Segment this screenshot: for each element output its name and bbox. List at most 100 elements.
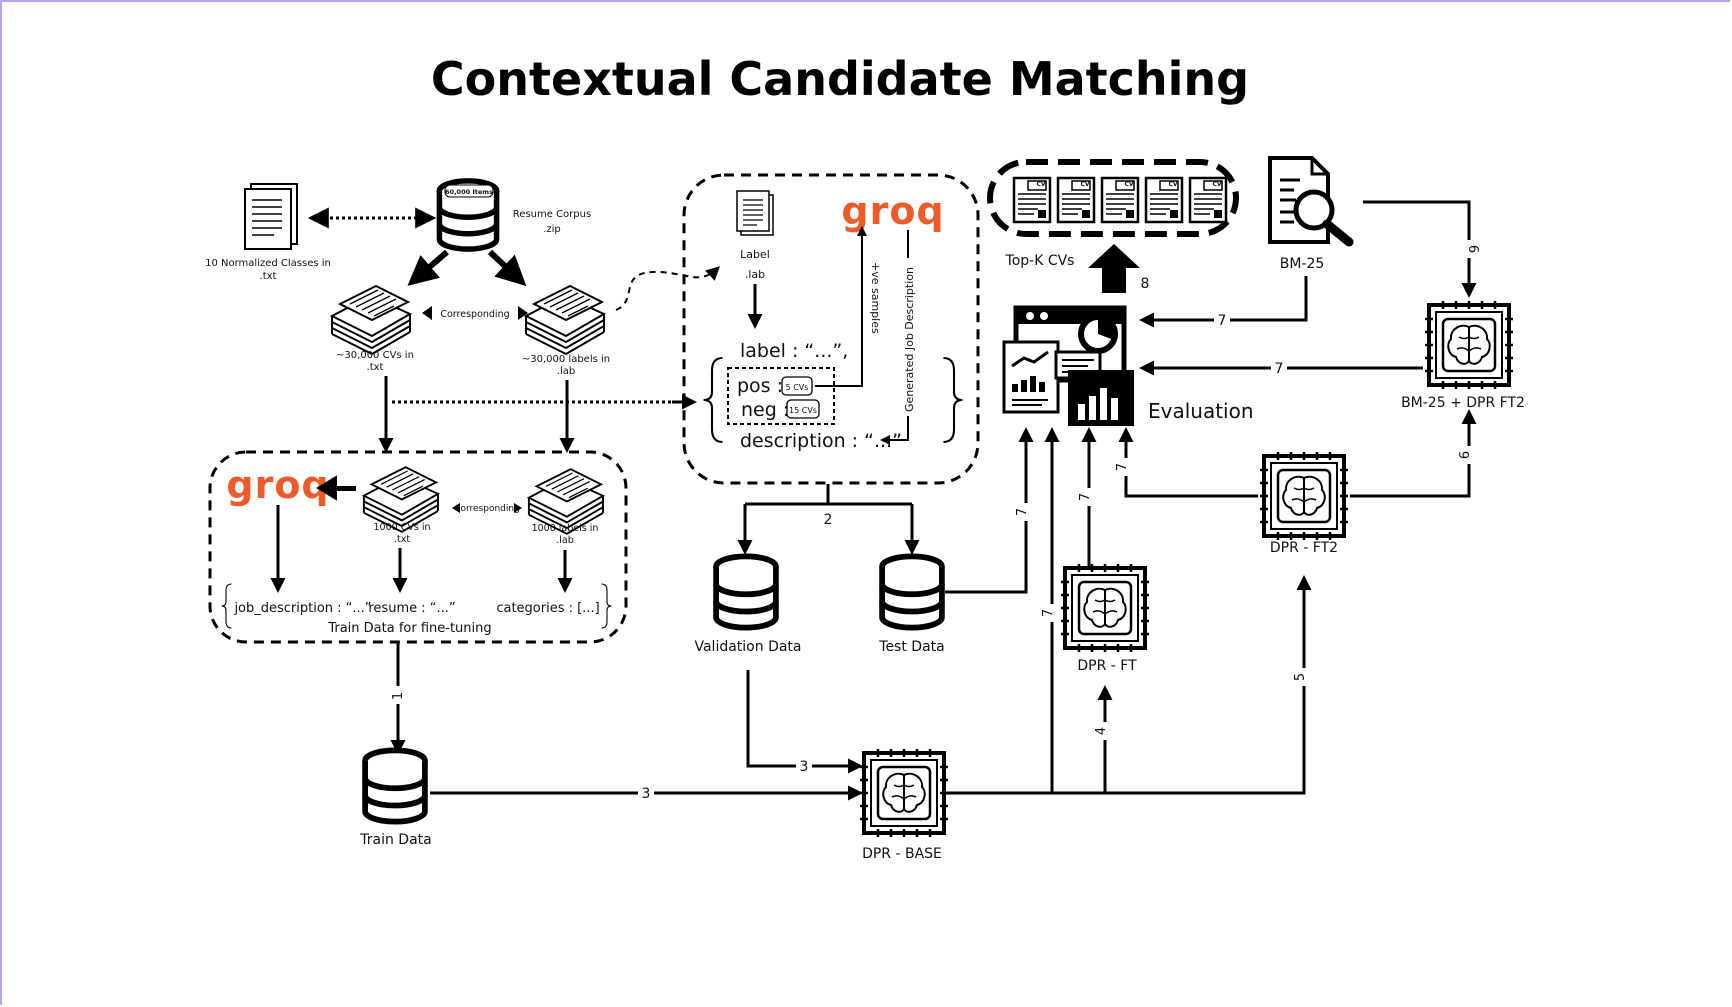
step7b-bg — [1271, 359, 1287, 377]
corpus-to-labels-arrow — [487, 249, 527, 287]
cv-tag-4: CV — [1168, 181, 1177, 188]
topk-container — [987, 159, 1239, 237]
test-to-eval-arrow — [945, 427, 1034, 594]
pos-badge-frame — [781, 376, 813, 396]
labels-label-ext: .lab — [557, 366, 575, 377]
labels-stack-icon — [525, 285, 605, 355]
finetune-cvs-ext: .txt — [394, 534, 410, 545]
test-db-icon — [882, 556, 942, 627]
dpr-ft2-to-eval-arrow — [1118, 427, 1258, 498]
pos-to-groq-arrow — [815, 226, 867, 387]
step7e-bg — [1081, 488, 1097, 506]
step3b-bg — [638, 784, 654, 802]
finetune-caption: Train Data for fine-tuning — [327, 621, 491, 636]
dpr-base-label: DPR - BASE — [862, 846, 942, 862]
labels-label: ~30,000 labels in — [522, 354, 610, 365]
finetune-cvs-label: 1000 CVs in — [374, 522, 431, 533]
finetune-brace-left — [221, 583, 233, 629]
resume-corpus-ext: .zip — [543, 224, 561, 235]
validation-label: Validation Data — [694, 639, 801, 655]
evaluation-dashboard-icon — [1002, 305, 1134, 426]
bm25-to-hybrid-arrow — [1363, 200, 1477, 298]
samples-box — [727, 367, 835, 425]
cv-tag-3: CV — [1124, 181, 1133, 188]
resume-field: resume : “...” — [368, 601, 455, 616]
finetune-labels-ext: .lab — [556, 535, 574, 546]
finetune-corresponding-label: Corresponding — [454, 504, 520, 514]
step-4-label: 4 — [1094, 727, 1109, 735]
step7d-bg — [1044, 604, 1060, 622]
step5-bg — [1296, 668, 1312, 686]
generated-jd-label: Generated Job Description — [903, 267, 916, 412]
cvs-stack-icon — [331, 285, 411, 355]
dpr-ft2-model-icon — [1258, 450, 1350, 542]
bm25-search-icon — [1268, 156, 1354, 247]
step-7b-label: 7 — [1275, 361, 1284, 377]
categories-field: categories : [...] — [496, 601, 599, 616]
hybrid-label: BM-25 + DPR FT2 — [1401, 395, 1525, 411]
corpus-badge: 60,000 Items — [445, 188, 493, 196]
labelgen-brace-right — [942, 356, 964, 444]
cv-tag-1: CV — [1036, 181, 1045, 188]
neg-field: neg : — [741, 399, 789, 421]
step-7d-label: 7 — [1041, 609, 1056, 617]
split-connector — [743, 484, 914, 548]
dpr-base-model-icon — [858, 747, 950, 839]
cvs-label-ext: .txt — [367, 362, 384, 373]
step-8-label: 8 — [1141, 276, 1150, 292]
finetune-brace-right — [600, 583, 612, 629]
cv-tag-5: CV — [1212, 181, 1221, 188]
step7c-bg — [1018, 503, 1034, 521]
dpr-base-output-line — [946, 575, 1312, 795]
step-7a-label: 7 — [1218, 313, 1227, 329]
step7a-bg — [1214, 311, 1230, 329]
step6a-bg — [1461, 240, 1477, 258]
corpus-badge-frame — [444, 184, 494, 198]
step-6b-label: 6 — [1458, 451, 1473, 459]
validation-to-dpr-base-arrow — [746, 670, 863, 774]
train-db-icon — [365, 750, 425, 821]
eval-to-topk-arrow — [1088, 244, 1140, 293]
step6b-bg — [1461, 446, 1477, 464]
cv-tag-2: CV — [1080, 181, 1089, 188]
step-5-label: 5 — [1293, 673, 1308, 681]
resume-corpus-label: Resume Corpus — [513, 209, 591, 220]
label-file-label: Label — [740, 248, 770, 261]
step-3a-label: 3 — [800, 759, 809, 775]
step-2-label: 2 — [824, 512, 833, 528]
labelgen-brace-left — [702, 356, 724, 444]
finetune-labels-label: 1000 labels in — [532, 523, 599, 534]
labels-to-label-file-link — [615, 266, 721, 311]
test-label: Test Data — [878, 639, 944, 655]
bm25-label: BM-25 — [1280, 256, 1325, 272]
step-3b-label: 3 — [642, 786, 651, 802]
step-6a-label: 6 — [1465, 245, 1480, 253]
cvs-label: ~30,000 CVs in — [336, 350, 414, 361]
pos-samples-label: +ve samples — [869, 262, 882, 334]
description-field: description : “...” — [740, 430, 902, 452]
dpr-ft2-to-hybrid-arrow — [1350, 409, 1477, 498]
step-7f-label: 7 — [1115, 463, 1130, 471]
corpus-to-cvs-arrow — [407, 249, 449, 286]
topk-cv-icons — [1012, 176, 1228, 224]
label-file-ext: .lab — [745, 268, 765, 281]
corresponding-label: Corresponding — [440, 309, 509, 320]
job-description-field: job_description : “...” — [233, 601, 371, 616]
classes-label: 10 Normalized Classes in — [205, 258, 331, 269]
labelgen-groq-logo: groq — [841, 189, 944, 233]
label-file-icon — [736, 190, 774, 236]
neg-badge: 15 CVs — [789, 406, 817, 415]
validation-db-icon — [716, 556, 776, 627]
dpr-ft-label: DPR - FT — [1077, 658, 1137, 674]
evaluation-label: Evaluation — [1148, 399, 1254, 423]
step-7e-label: 7 — [1078, 493, 1093, 501]
jd-label-bg — [898, 258, 918, 416]
pos-field: pos : — [737, 375, 783, 397]
finetune-groq-arrow — [316, 475, 356, 501]
neg-badge-frame — [786, 399, 820, 419]
finetune-groq-logo: groq — [226, 463, 329, 507]
step7f-bg — [1118, 458, 1134, 476]
finetune-box — [208, 450, 628, 644]
